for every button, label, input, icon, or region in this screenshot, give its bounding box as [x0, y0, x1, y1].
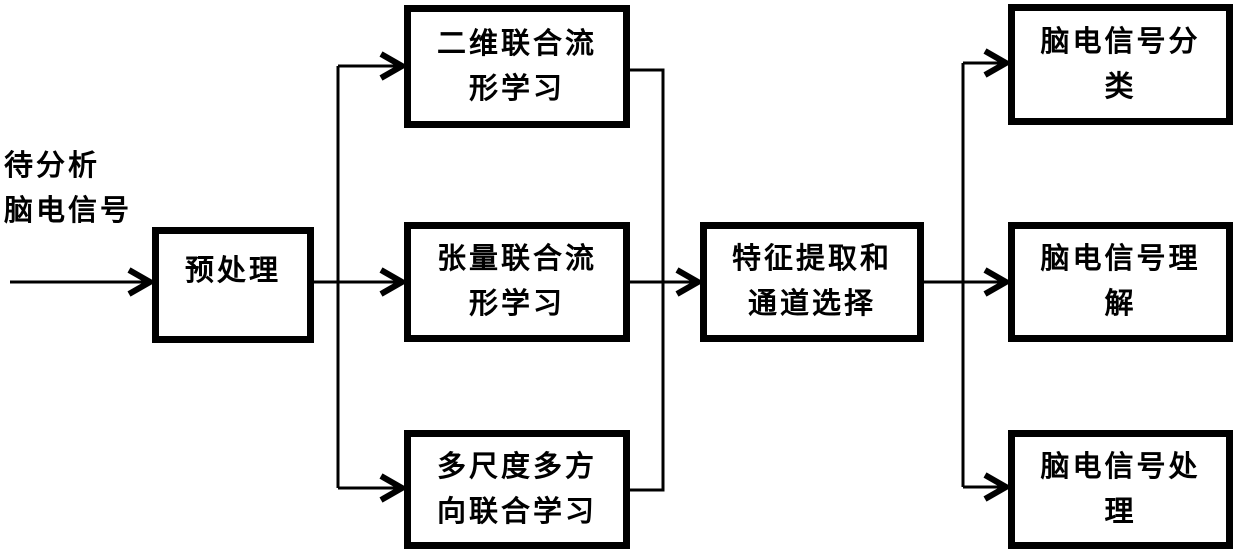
node-2d-joint-manifold-learning-label: 二维联合流 形学习: [436, 27, 597, 105]
edge-input-to-preprocess: [10, 267, 157, 297]
node-2d-joint-manifold-learning: 二维联合流 形学习: [404, 5, 630, 128]
node-preprocess-label: 预处理: [184, 254, 281, 287]
node-feature-extraction-channel-selection-label: 特征提取和 通道选择: [731, 243, 892, 320]
node-tensor-joint-manifold-learning-label: 张量联合流 形学习: [436, 243, 597, 320]
node-multiscale-multidirection-joint-learning-label: 多尺度多方 向联合学习: [436, 450, 597, 528]
edge-feature-branches: [924, 48, 1013, 502]
input-signal-label: 待分析 脑电信号: [4, 150, 133, 227]
node-eeg-classification: 脑电信号分 类: [1008, 4, 1233, 125]
node-feature-extraction-channel-selection: 特征提取和 通道选择: [700, 222, 924, 342]
node-eeg-understanding-label: 脑电信号理 解: [1040, 243, 1201, 320]
node-eeg-understanding: 脑电信号理 解: [1008, 222, 1233, 342]
node-eeg-processing: 脑电信号处 理: [1008, 430, 1233, 549]
node-eeg-classification-label: 脑电信号分 类: [1040, 25, 1201, 103]
edge-merge-to-feature: [630, 68, 705, 492]
edge-preprocess-branches: [314, 51, 409, 503]
node-multiscale-multidirection-joint-learning: 多尺度多方 向联合学习: [404, 430, 630, 549]
node-tensor-joint-manifold-learning: 张量联合流 形学习: [404, 222, 630, 342]
node-eeg-processing-label: 脑电信号处 理: [1040, 450, 1201, 528]
node-preprocess: 预处理: [152, 227, 314, 343]
